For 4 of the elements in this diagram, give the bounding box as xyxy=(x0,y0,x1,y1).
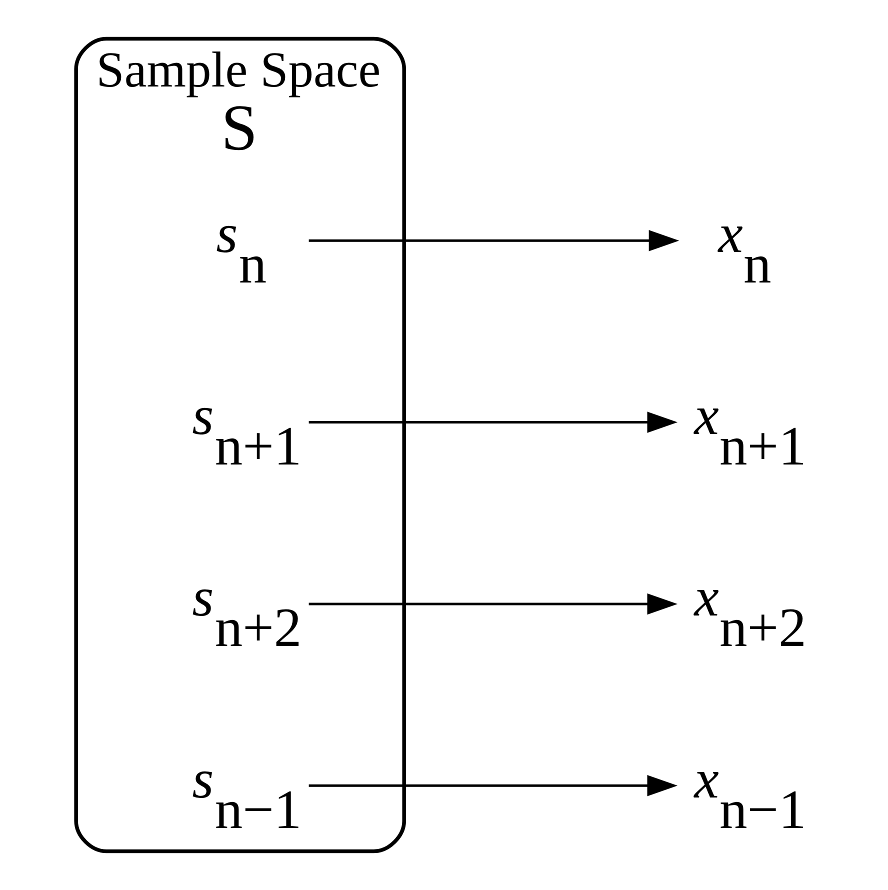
arrow xyxy=(308,230,679,252)
arrow xyxy=(308,775,678,796)
arrow xyxy=(308,412,678,433)
arrow xyxy=(308,593,678,615)
